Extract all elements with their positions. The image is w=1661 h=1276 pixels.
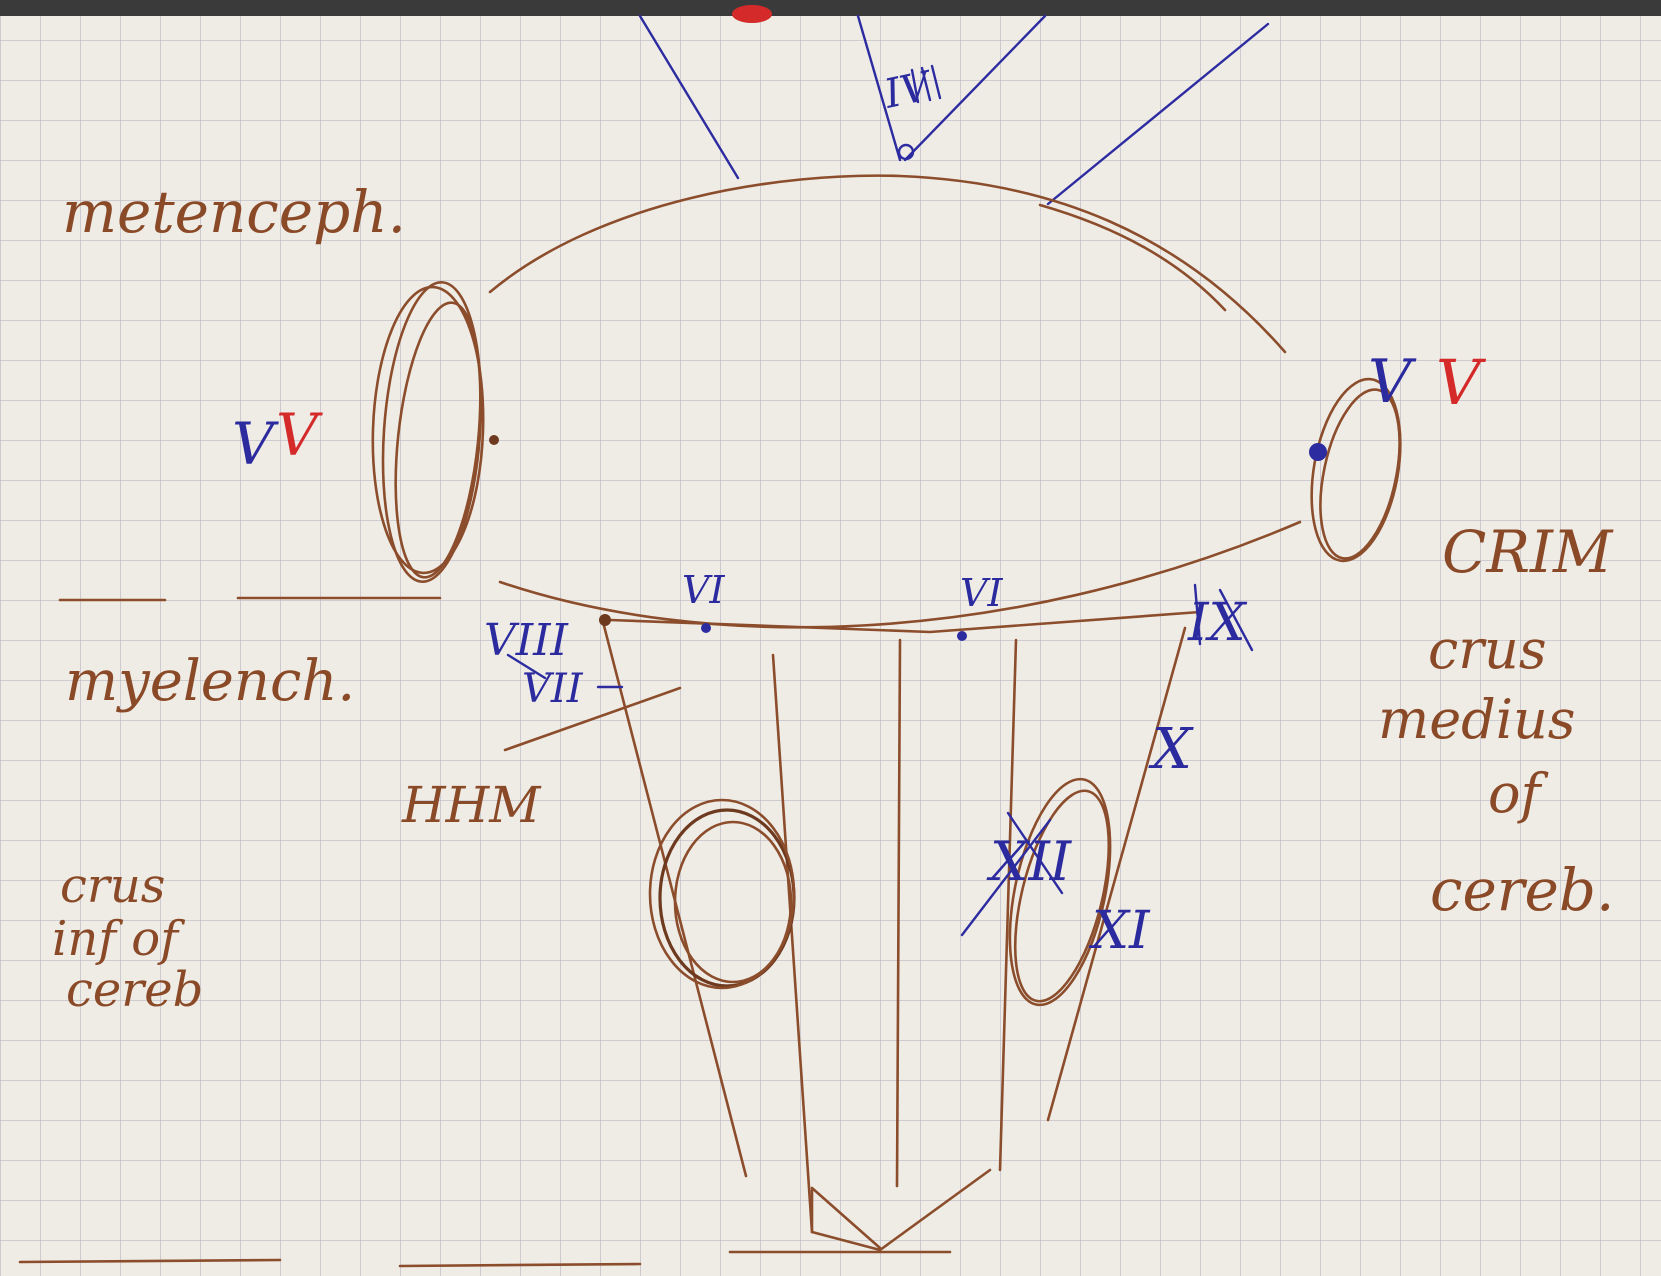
vv-left-blue: V: [232, 410, 279, 478]
vv-right-red: V: [1436, 346, 1487, 419]
crus-med-line2: medius: [1378, 688, 1576, 751]
myelench-label: myelench.: [65, 649, 355, 714]
nerve-xii-label: XII: [986, 830, 1073, 893]
nerve-x-label: X: [1148, 717, 1194, 782]
crus-med-line4: cereb.: [1430, 856, 1614, 924]
crus-inf-line2: inf of: [52, 911, 185, 967]
vv-right-blue: V: [1368, 347, 1417, 417]
crim-label: CRIM: [1442, 518, 1614, 586]
nerve-ix-label: IX: [1187, 593, 1248, 653]
nerve-vii-label: VII: [522, 666, 584, 712]
nerve-xi-label: XI: [1088, 901, 1151, 961]
crus-med-line3: of: [1488, 762, 1549, 825]
nerve-vi-right-label: VI: [960, 571, 1003, 615]
hhm-label: HHM: [401, 776, 542, 834]
top-edge-shadow: [0, 0, 1661, 16]
vv-left-red: V: [276, 401, 323, 469]
metenceph-label: metenceph.: [62, 178, 406, 246]
nerve-vi-left-label: VI: [682, 568, 725, 612]
crus-med-line1: crus: [1428, 618, 1547, 681]
crus-inf-line1: crus: [60, 858, 165, 914]
nerve-viii-label: VIII: [484, 615, 570, 666]
crus-inf-line3: cereb: [66, 962, 203, 1018]
red-mark: [732, 5, 772, 23]
